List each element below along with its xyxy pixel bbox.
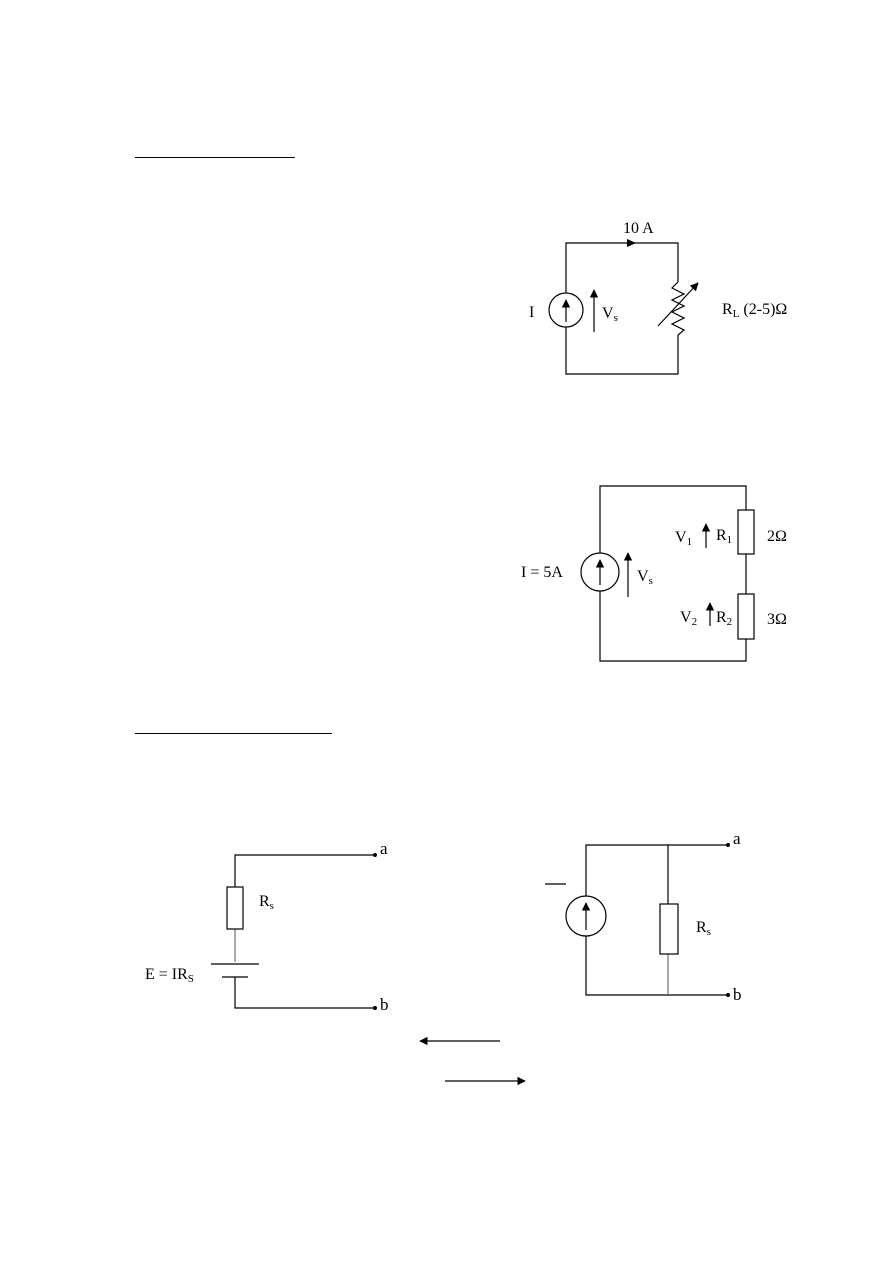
circuit-3-terminal-a: a: [380, 839, 388, 858]
current-source-icon: [548, 292, 584, 328]
circuit-1: 10 A I Vs RL (2-5)Ω: [529, 220, 787, 375]
variable-resistor-icon: [670, 281, 686, 336]
circuit-1-wire: [565, 242, 679, 375]
circuit-3-terminal-b: b: [380, 995, 389, 1014]
variable-arrow-icon: [657, 282, 699, 327]
emf-label: E = IRS: [145, 966, 194, 985]
circuit-2-voltage-label: Vs: [637, 568, 653, 587]
circuit-2-wire: [599, 485, 747, 662]
circuit-3: a b Rs E = IRS: [145, 839, 389, 1014]
circuit-3-rs-label: Rs: [259, 893, 274, 912]
heading-underline-2: [135, 733, 332, 734]
terminal-b-dot: [726, 993, 730, 997]
current-source-icon: [565, 895, 607, 937]
v1-label: V1: [675, 529, 692, 548]
circuit-4-terminal-a: a: [733, 829, 741, 848]
r1-label: R1: [716, 527, 732, 546]
terminal-a-dot: [726, 843, 730, 847]
circuit-4: a b Rs: [545, 829, 742, 1004]
circuit-4-wire: [585, 844, 726, 996]
terminal-a-dot: [373, 853, 377, 857]
heading-underline-1: [135, 157, 295, 158]
resistor-rs-icon: [659, 903, 679, 955]
circuit-3-wire: [234, 854, 373, 1009]
circuit-2-source-label: I = 5A: [521, 564, 563, 581]
circuit-2: I = 5A Vs V1 R1 2Ω V2 R2 3Ω: [521, 485, 787, 662]
r1-value: 2Ω: [767, 528, 787, 545]
resistor-rs-icon: [226, 886, 244, 930]
current-source-icon: [580, 552, 620, 592]
resistor-r2-icon: [737, 593, 755, 640]
circuit-4-terminal-b: b: [733, 985, 742, 1004]
resistor-r1-icon: [737, 509, 755, 555]
r2-value: 3Ω: [767, 611, 787, 628]
v2-label: V2: [680, 609, 697, 628]
circuit-4-rs-label: Rs: [696, 919, 711, 938]
current-direction-arrow: [627, 239, 636, 247]
circuit-1-resistor-label: RL (2-5)Ω: [722, 301, 787, 320]
terminal-b-dot: [373, 1006, 377, 1010]
r2-label: R2: [716, 609, 732, 628]
circuit-1-voltage-label: Vs: [602, 305, 618, 324]
circuit-1-source-label: I: [529, 304, 534, 321]
circuit-1-current-label: 10 A: [623, 220, 654, 237]
